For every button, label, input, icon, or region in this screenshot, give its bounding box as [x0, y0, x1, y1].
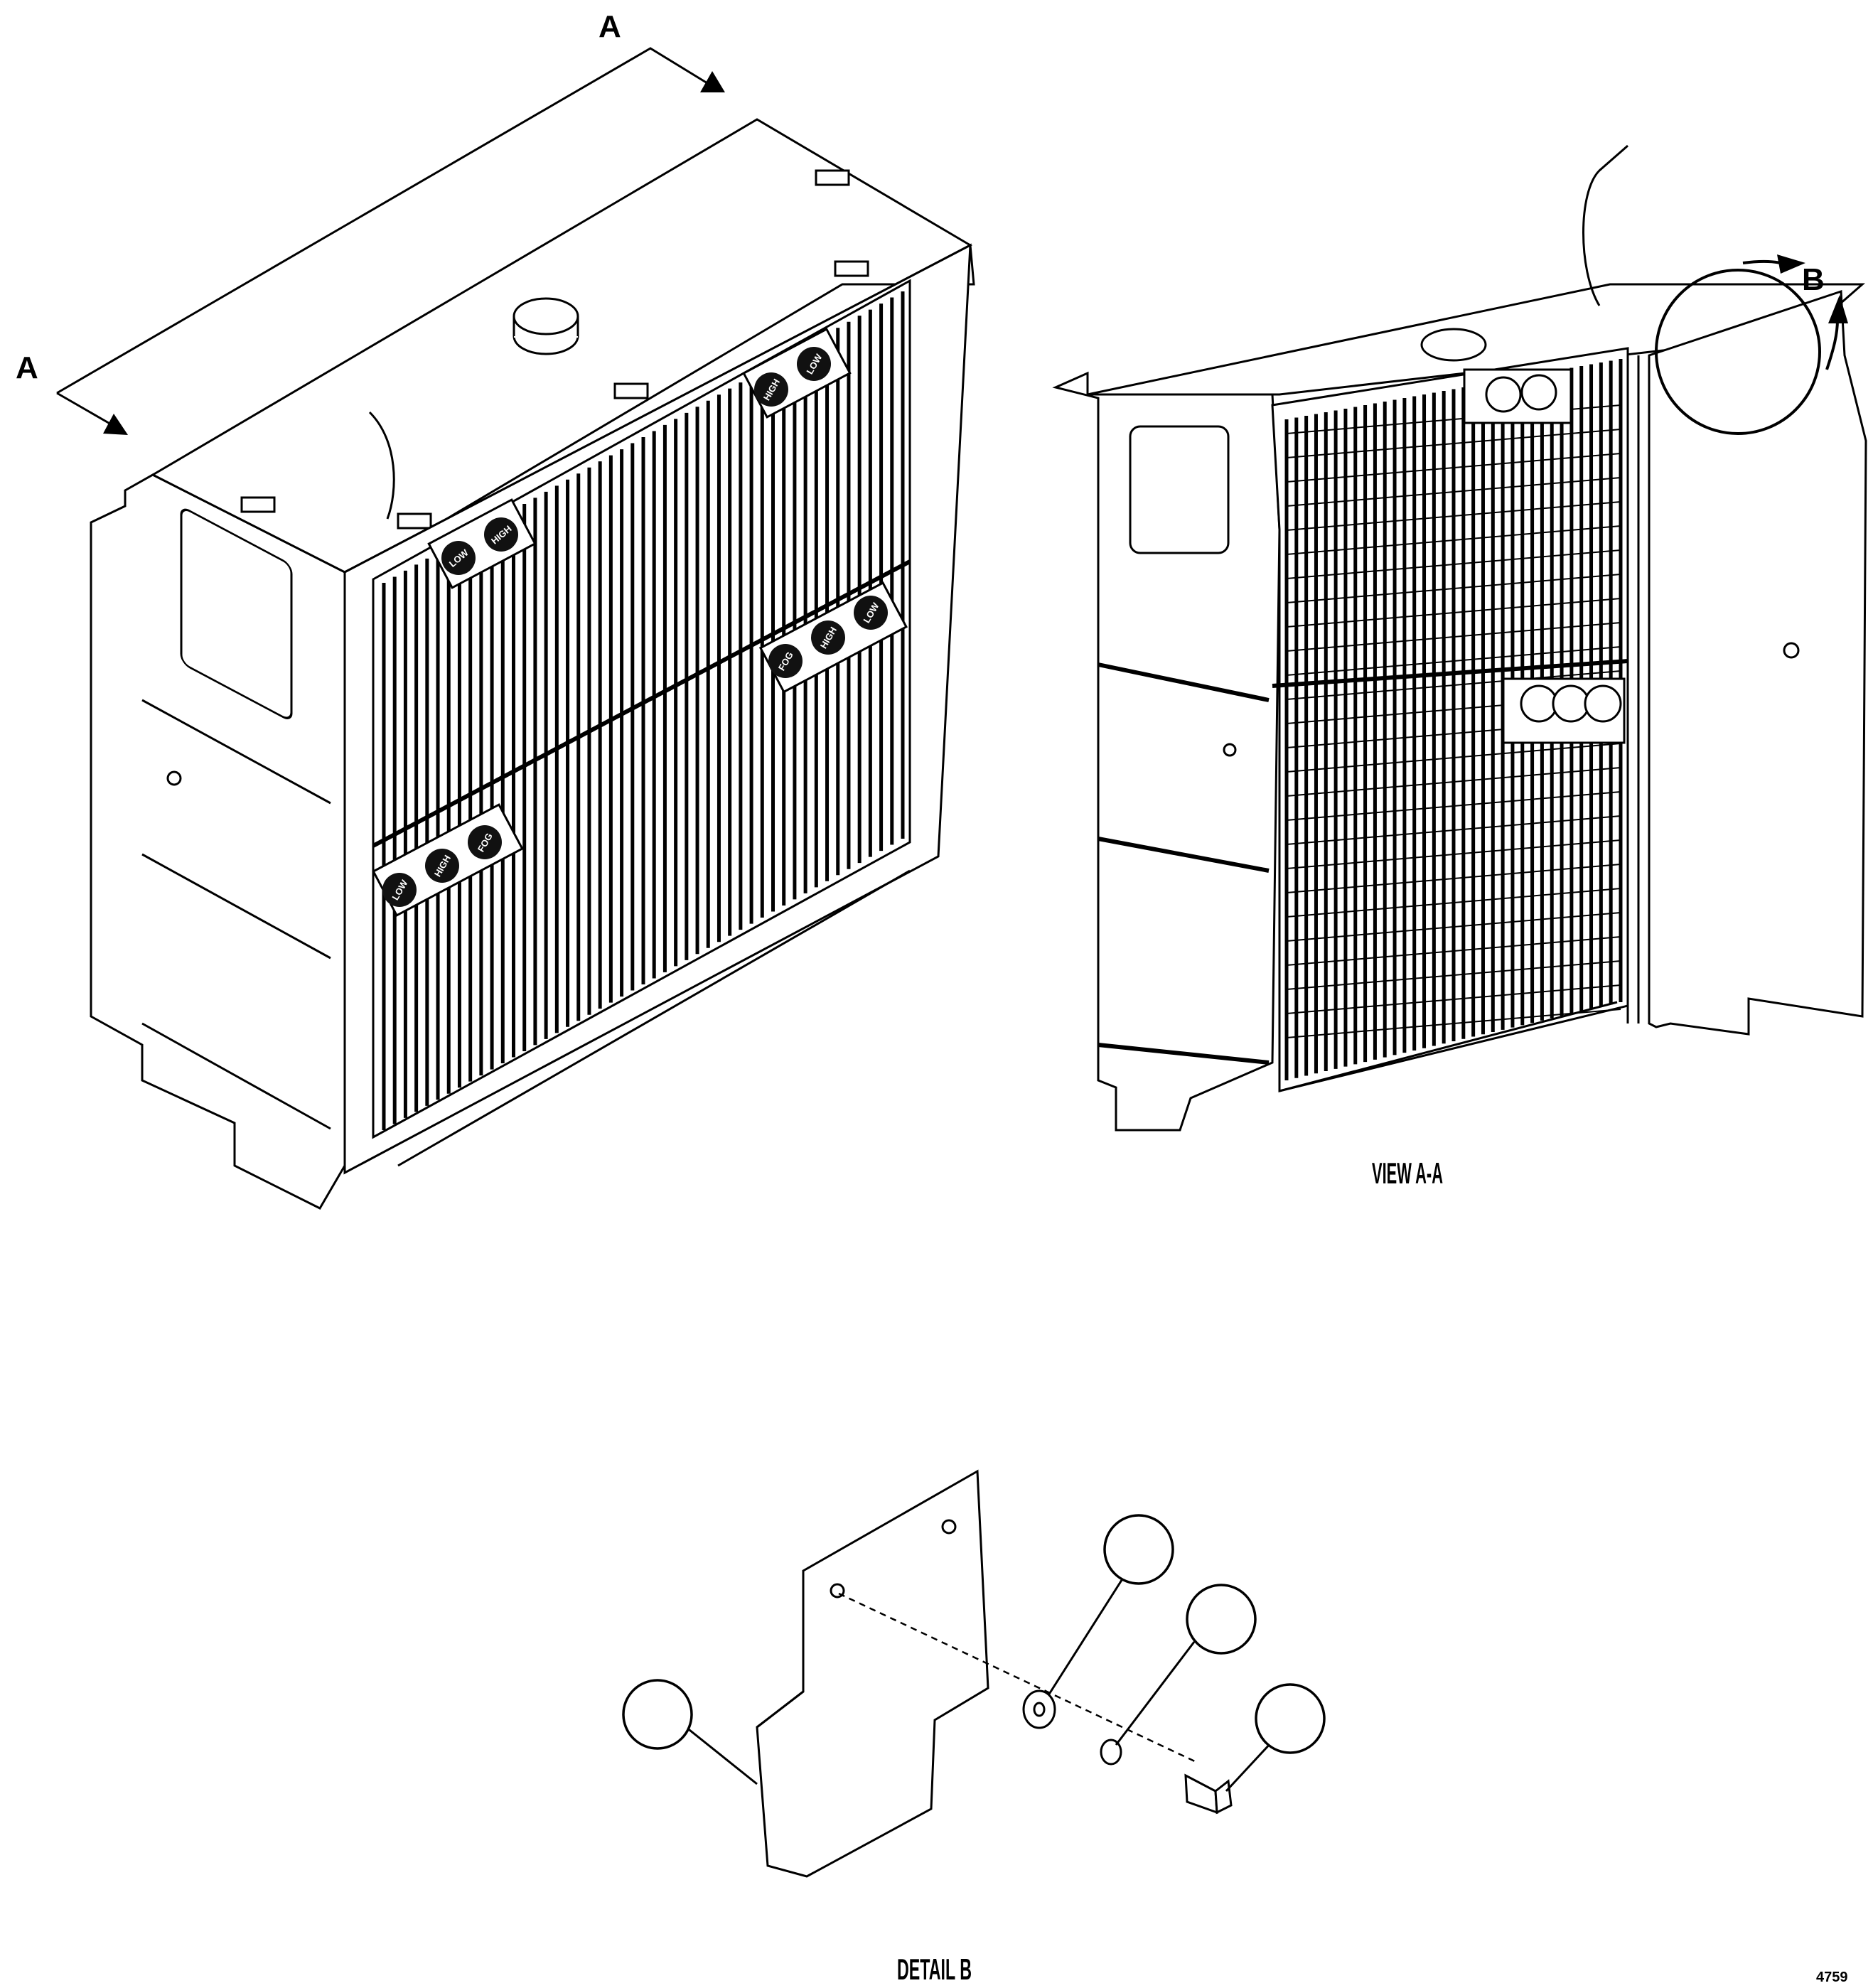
- left-panel-rib-2: [141, 853, 331, 960]
- top-tab-4: [240, 496, 276, 513]
- lamp-cluster-lower-left: LOW HIGH FOG: [372, 803, 524, 917]
- view-bottom-rail: [1279, 1001, 1618, 1092]
- bracket-hole-2: [941, 1519, 957, 1535]
- view-lamp-cluster-bottom: [1502, 677, 1626, 744]
- bottom-skid: [397, 869, 911, 1167]
- lamp-cluster-upper-left: LOW HIGH: [427, 498, 537, 589]
- view-grille-slat: [1286, 574, 1621, 603]
- view-grille-slat: [1286, 936, 1621, 966]
- view-grille-slat: [1286, 1009, 1621, 1038]
- view-grille-slat: [1286, 767, 1621, 797]
- view-grille-slat: [1286, 598, 1621, 628]
- view-grille-slat: [1286, 453, 1621, 483]
- view-grille-slat: [1286, 646, 1621, 676]
- top-harness-wire: [368, 411, 395, 520]
- top-tab-3: [613, 382, 649, 399]
- view-grille-slat: [1286, 525, 1621, 555]
- leader-bolt: [1225, 1740, 1274, 1793]
- view-cap: [1420, 328, 1487, 362]
- section-arrow-right-head: [700, 71, 725, 92]
- grille-divider: [372, 559, 911, 848]
- view-grille-slat: [1286, 501, 1621, 531]
- section-label-top: A: [599, 9, 621, 44]
- flat-washer: [1022, 1689, 1056, 1729]
- sheet-number: 4759: [1816, 1970, 1848, 1985]
- detail-marker-label: B: [1802, 262, 1825, 297]
- hex-bolt: [1184, 1773, 1233, 1815]
- left-panel-rib-3: [141, 1022, 331, 1130]
- view-grille-slat: [1286, 912, 1621, 942]
- view-grille-slat: [1286, 477, 1621, 507]
- callout-balloon-plate: [622, 1679, 693, 1750]
- lamp-cluster-lower-right: FOG HIGH LOW: [758, 581, 908, 694]
- view-grille-slat: [1286, 839, 1621, 869]
- callout-balloon-flat-washer: [1103, 1514, 1174, 1585]
- view-grille-slat: [1286, 815, 1621, 845]
- main-isometric-view: A A LOW HIGH: [16, 9, 975, 1210]
- section-label-left: A: [16, 350, 38, 385]
- callout-balloon-lock-washer: [1186, 1584, 1257, 1655]
- view-grille-slat: [1286, 864, 1621, 893]
- top-tab-1: [815, 169, 850, 186]
- detail-arrow-head-top: [1777, 254, 1805, 274]
- view-grille-slat: [1286, 791, 1621, 821]
- section-line-a-a: [56, 47, 725, 435]
- leader-plate: [685, 1726, 758, 1785]
- view-lamp-cluster-top: [1463, 368, 1572, 424]
- top-tab-2: [834, 260, 869, 277]
- view-harness-wire: [1582, 144, 1628, 306]
- left-panel-hole: [166, 770, 182, 786]
- top-tab-5: [397, 512, 432, 530]
- view-a-a: B VIEW A-A: [1052, 144, 1867, 1190]
- view-grille-slat: [1286, 960, 1621, 990]
- left-panel-window: [180, 508, 293, 719]
- view-grille-slat: [1286, 622, 1621, 652]
- leader-lock-washer: [1115, 1641, 1196, 1746]
- assembly-centerline: [838, 1592, 1198, 1764]
- view-grille-slat: [1286, 888, 1621, 918]
- view-left-window: [1129, 425, 1230, 554]
- detail-arrow-head-right: [1828, 295, 1848, 323]
- section-arrow-left-head: [103, 414, 128, 435]
- detail-b-caption: DETAIL B: [897, 1952, 972, 1986]
- leader-flat-washer: [1047, 1577, 1125, 1696]
- bracket-hole-1: [830, 1583, 845, 1599]
- view-grille-slat: [1286, 549, 1621, 579]
- lock-washer: [1100, 1739, 1122, 1766]
- view-grille-frame: [1271, 347, 1629, 1092]
- lamp-cluster-upper-right: HIGH LOW: [742, 328, 852, 419]
- view-grille-slat: [1286, 984, 1621, 1014]
- view-a-a-caption: VIEW A-A: [1372, 1156, 1443, 1190]
- left-panel-rib-1: [141, 699, 331, 805]
- view-grille-slat: [1286, 429, 1621, 458]
- top-cap: [512, 297, 579, 335]
- view-grille-slat: [1286, 743, 1621, 773]
- view-right-panel: [1648, 289, 1867, 1036]
- detail-b: DETAIL B: [622, 1469, 1326, 1986]
- callout-balloon-bolt: [1255, 1683, 1326, 1754]
- view-grille-slat: [1286, 670, 1621, 700]
- detail-b-callout-circle: [1655, 269, 1821, 435]
- main-grille-bars: [382, 291, 905, 1130]
